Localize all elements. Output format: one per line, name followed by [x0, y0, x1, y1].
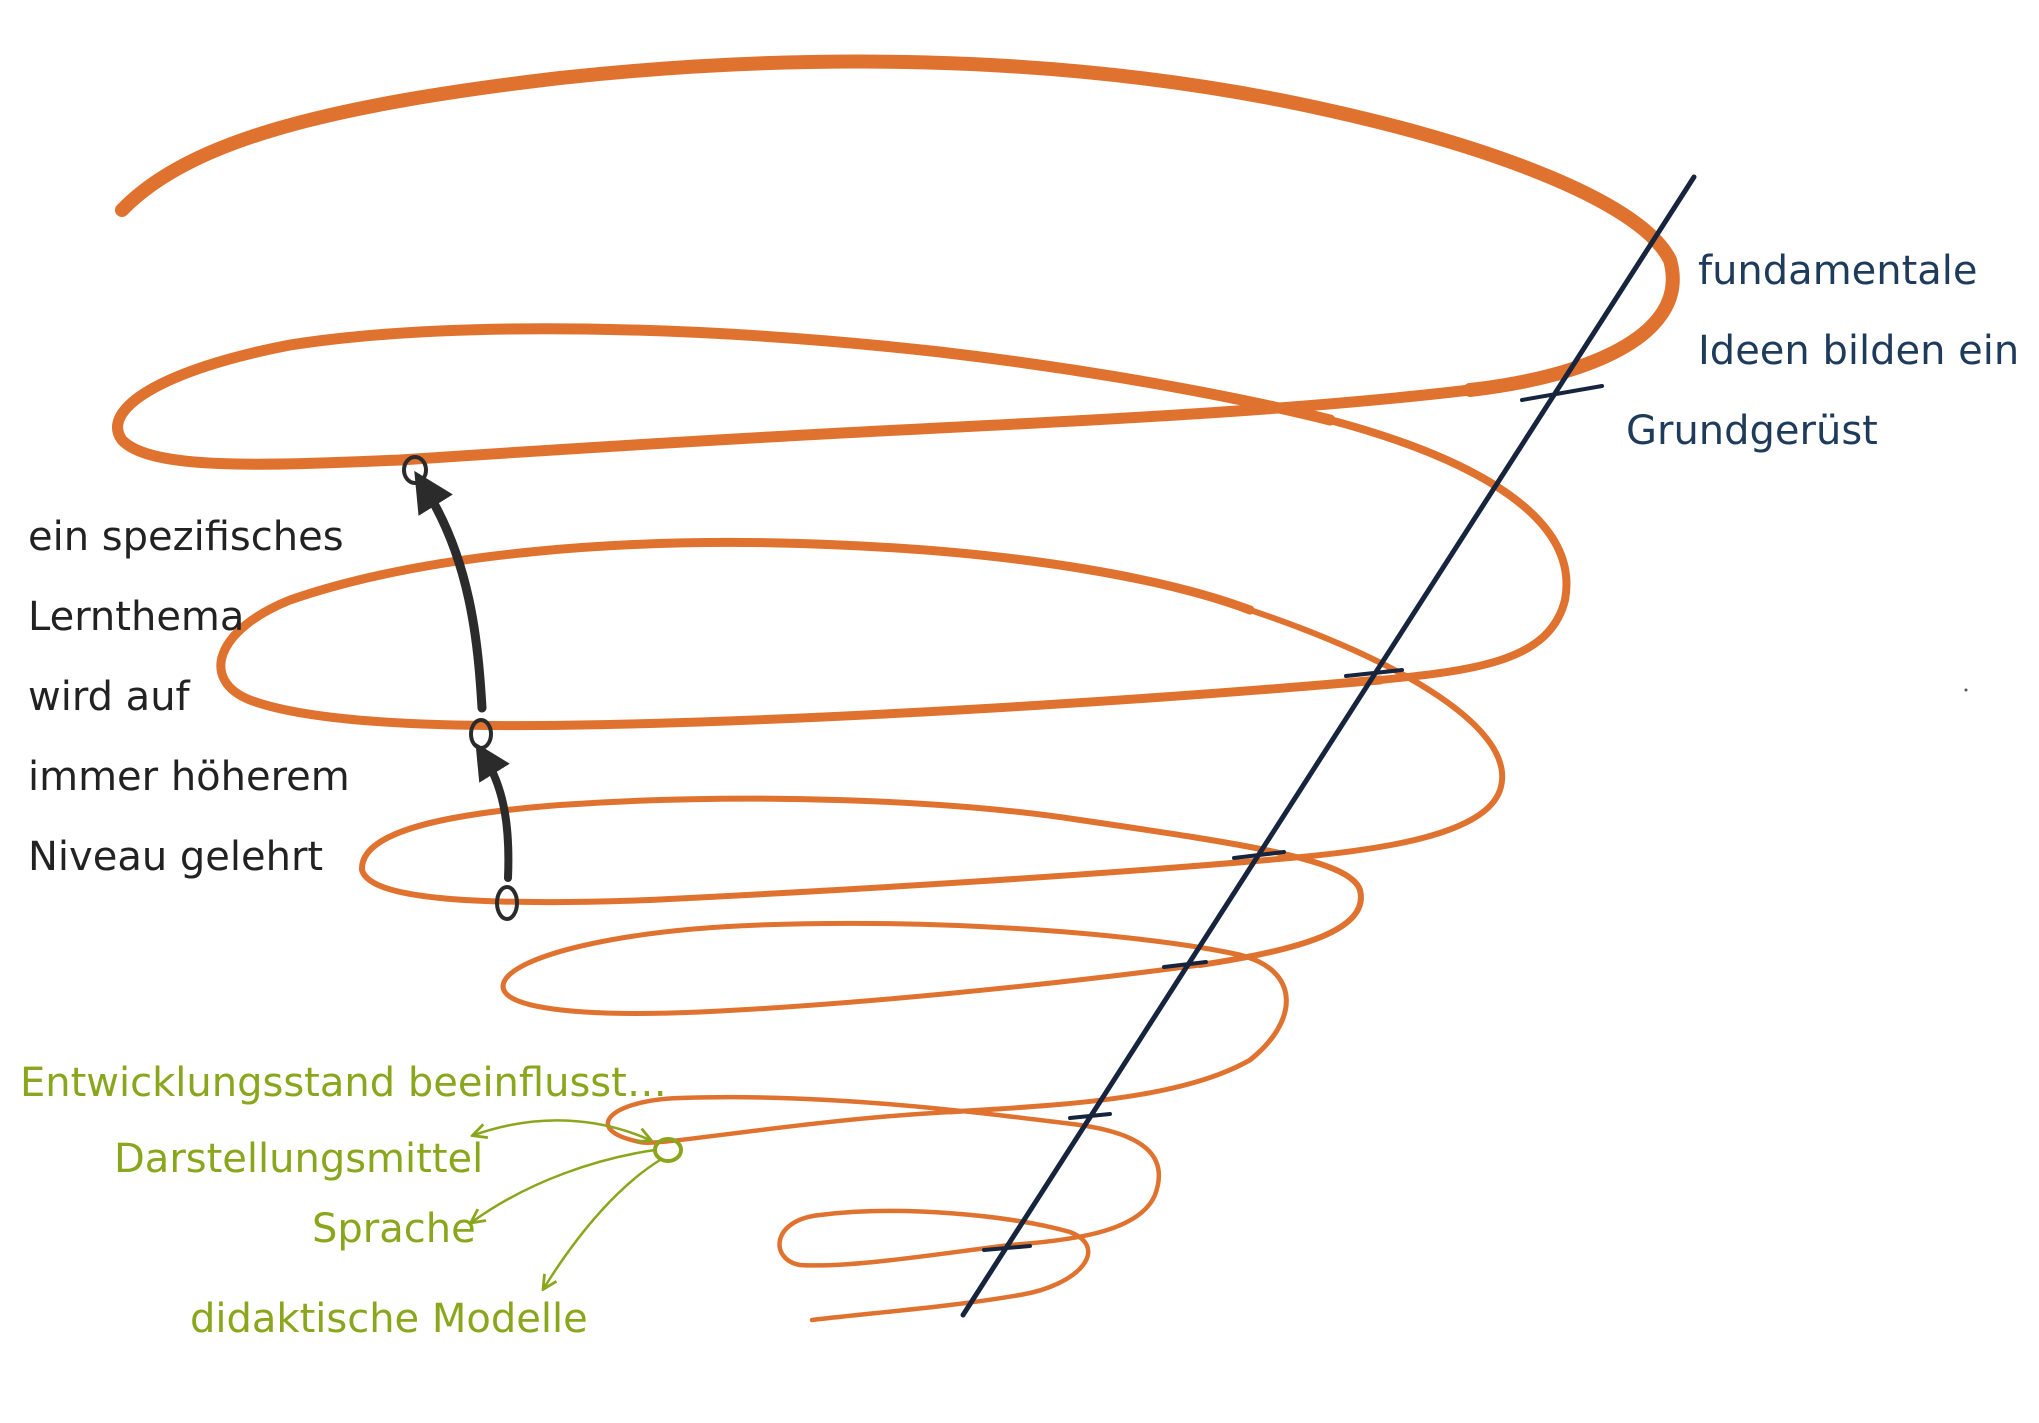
- axis-tick: [1232, 850, 1286, 860]
- topic-text-line-2: Lernthema: [28, 594, 244, 640]
- topic-arrow-lower: [475, 742, 513, 882]
- topic-description: ein spezifisches Lernthema wird auf imme…: [28, 514, 350, 880]
- axis-text-line-3: Grundgerüst: [1626, 408, 1878, 454]
- topic-text-line-4: immer höherem: [28, 754, 350, 800]
- axis-text-line-1: fundamentale: [1698, 248, 1978, 294]
- axis-line: [960, 174, 1697, 1318]
- axis-tick: [1344, 668, 1404, 678]
- arrow-to-darstellungsmittel: [474, 1119, 650, 1140]
- axis-tick: [1520, 384, 1604, 402]
- development-description: Entwicklungsstand beeinflusst… Darstellu…: [20, 1060, 667, 1342]
- topic-arrow-upper: [414, 470, 487, 713]
- axis-tick: [1162, 960, 1208, 969]
- spiral-loop-2-front: [216, 537, 1385, 731]
- axis-tick: [1068, 1112, 1112, 1120]
- topic-arrows: [402, 455, 519, 921]
- spiral-loop-1-back: [115, 54, 1680, 397]
- development-item-darstellungsmittel: Darstellungsmittel: [114, 1136, 483, 1182]
- axis-tick: [982, 1244, 1032, 1252]
- axis-text-line-2: Ideen bilden ein: [1698, 328, 2019, 374]
- axis-description: fundamentale Ideen bilden ein Grundgerüs…: [1626, 248, 2019, 454]
- development-arrows: [472, 1119, 683, 1288]
- fundamental-ideas-axis: [960, 174, 1697, 1318]
- spiral-loop-3-front: [358, 795, 1364, 968]
- stray-dot: [1964, 688, 1968, 692]
- spiral-loop-5: [605, 1094, 1162, 1248]
- development-item-sprache: Sprache: [312, 1206, 476, 1252]
- spiral-loop-4: [500, 920, 1289, 1115]
- spiral-loop-3-back: [1247, 607, 1506, 861]
- topic-text-line-3: wird auf: [28, 674, 191, 720]
- arrow-to-didaktische-modelle: [544, 1158, 662, 1288]
- arrow-to-sprache: [472, 1148, 657, 1222]
- development-item-didaktische-modelle: didaktische Modelle: [190, 1296, 588, 1342]
- spiral-loop-1-front: [112, 323, 1476, 470]
- spiral-loop-6: [777, 1208, 1091, 1323]
- spiral-loop-2-back: [1326, 416, 1571, 684]
- topic-text-line-1: ein spezifisches: [28, 514, 344, 560]
- topic-point-bottom: [495, 885, 519, 921]
- spiral-curve: [112, 54, 1680, 1323]
- development-title: Entwicklungsstand beeinflusst…: [20, 1060, 667, 1106]
- topic-text-line-5: Niveau gelehrt: [28, 834, 323, 880]
